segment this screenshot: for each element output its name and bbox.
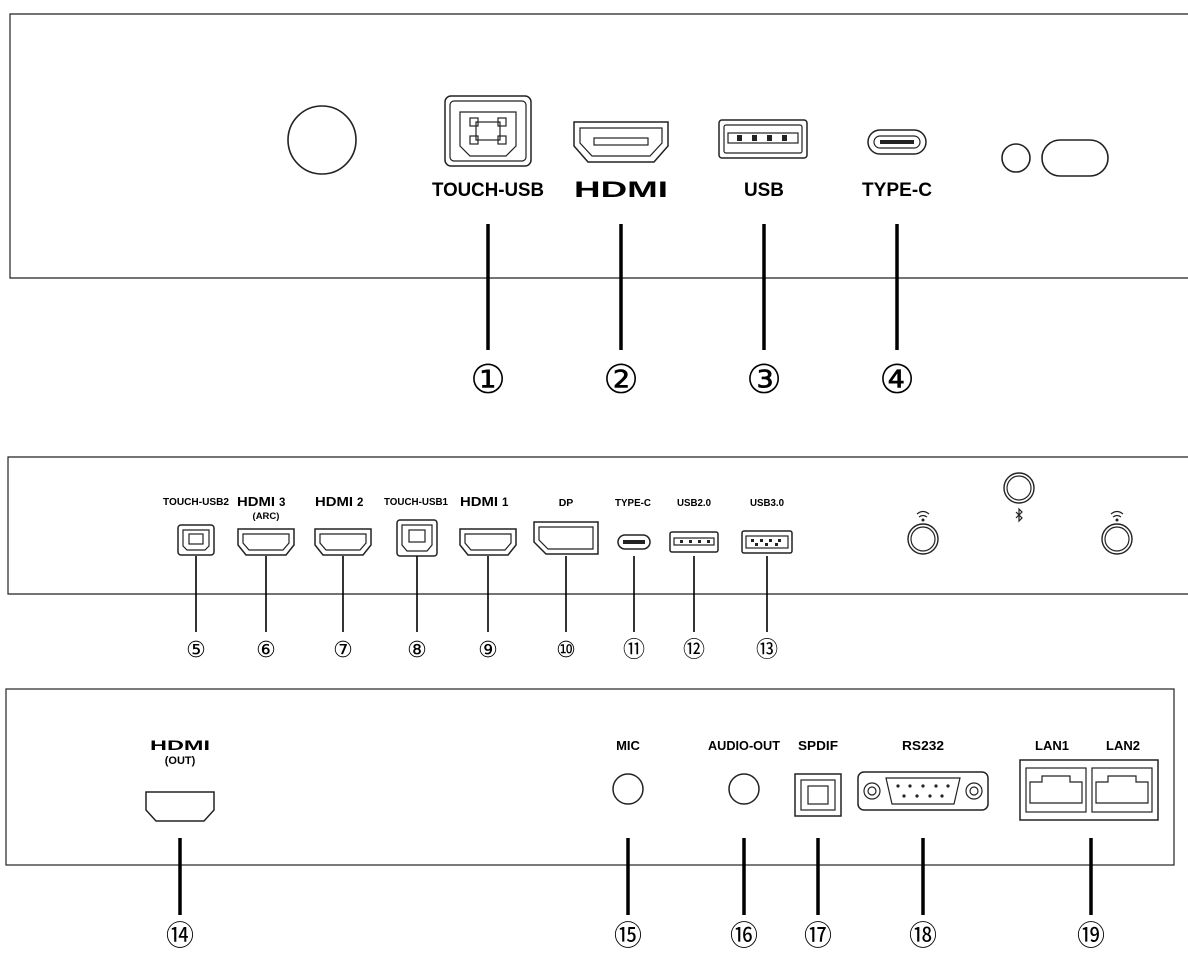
touch-usb-label: TOUCH-USB [432,180,544,201]
usb30-port [741,530,793,554]
antenna-center [1003,472,1035,523]
hdmi2-number-label: 2 [357,497,363,509]
bluetooth-icon [1015,507,1023,523]
hdmi-out-port [145,791,215,822]
sensor-pill [1041,139,1109,177]
touch-usb2-label: TOUCH-USB2 [163,496,229,508]
touch-usb2-port [177,524,215,556]
mic-jack [612,773,644,805]
callout-1: ① [470,357,506,403]
type-c-mid-port [617,534,651,550]
type-c-label: TYPE-C [862,180,932,201]
callout-14: ⑭ [166,919,194,952]
usb-port [718,119,808,159]
callout-5: ⑤ [186,638,206,663]
callout-18: ⑱ [909,919,937,952]
touch-usb1-port [396,519,438,557]
callout-4: ④ [879,357,915,403]
hdmi2-port [314,528,372,556]
hdmi-out-brand-label: HDMI [150,737,210,753]
callout-13: ⑬ [756,638,778,663]
middle-panel: TOUCH-USB2 HDMI 3 (ARC) HDMI 2 TOUCH-USB… [7,456,1188,595]
callout-8: ⑧ [407,638,427,663]
callout-2: ② [603,357,639,403]
antenna-right [1101,510,1133,555]
usb20-port [669,531,719,553]
hdmi-out-sub-label: (OUT) [165,755,196,767]
spdif-port [794,773,842,817]
rs232-label: RS232 [902,738,944,753]
sensor-circle [1001,143,1031,173]
hdmi3-brand-label: HDMI [237,495,275,509]
wifi-icon [1110,510,1124,522]
bottom-panel: HDMI (OUT) MIC AUDIO-OUT SPDIF RS232 [5,688,1175,866]
hdmi-logo: HDMI [574,177,668,202]
callout-16: ⑯ [730,919,758,952]
lan1-label: LAN1 [1035,738,1069,753]
dp-label: DP [559,497,574,509]
callout-17: ⑰ [804,919,832,952]
audio-out-label: AUDIO-OUT [708,738,780,753]
callout-15: ⑮ [614,919,642,952]
mic-label: MIC [616,738,640,753]
dp-port [533,521,599,555]
hdmi2-brand-label: HDMI [315,495,353,509]
callout-11: ⑪ [623,638,645,663]
hdmi1-number-label: 1 [502,497,509,509]
hdmi3-port [237,528,295,556]
top-panel: TOUCH-USB HDMI USB TYPE-C [9,13,1188,279]
callout-7: ⑦ [333,638,353,663]
usb30-label: USB3.0 [750,497,784,509]
hdmi1-port [459,528,517,556]
callout-10: ⑩ [556,638,576,663]
touch-usb-port [444,95,532,167]
audio-out-jack [728,773,760,805]
round-button [287,105,357,175]
hdmi-port [573,121,669,163]
callout-9: ⑨ [478,638,498,663]
lan2-label: LAN2 [1106,738,1140,753]
lan-ports [1019,759,1159,821]
spdif-label: SPDIF [798,738,838,753]
hdmi1-brand-label: HDMI [460,495,498,509]
usb20-label: USB2.0 [677,497,711,509]
hdmi3-number-label: 3 [279,497,285,509]
rs232-port [857,771,989,811]
antenna-left [907,510,939,555]
hdmi-brand-label: HDMI [574,177,668,202]
type-c-mid-label: TYPE-C [615,497,651,509]
wifi-icon [916,510,930,522]
type-c-port [867,129,927,155]
hdmi3-arc-label: (ARC) [253,511,280,522]
callout-3: ③ [746,357,782,403]
callout-12: ⑫ [683,638,705,663]
callout-6: ⑥ [256,638,276,663]
touch-usb1-label: TOUCH-USB1 [384,496,448,508]
callout-19: ⑲ [1077,919,1105,952]
usb-label: USB [744,180,784,201]
